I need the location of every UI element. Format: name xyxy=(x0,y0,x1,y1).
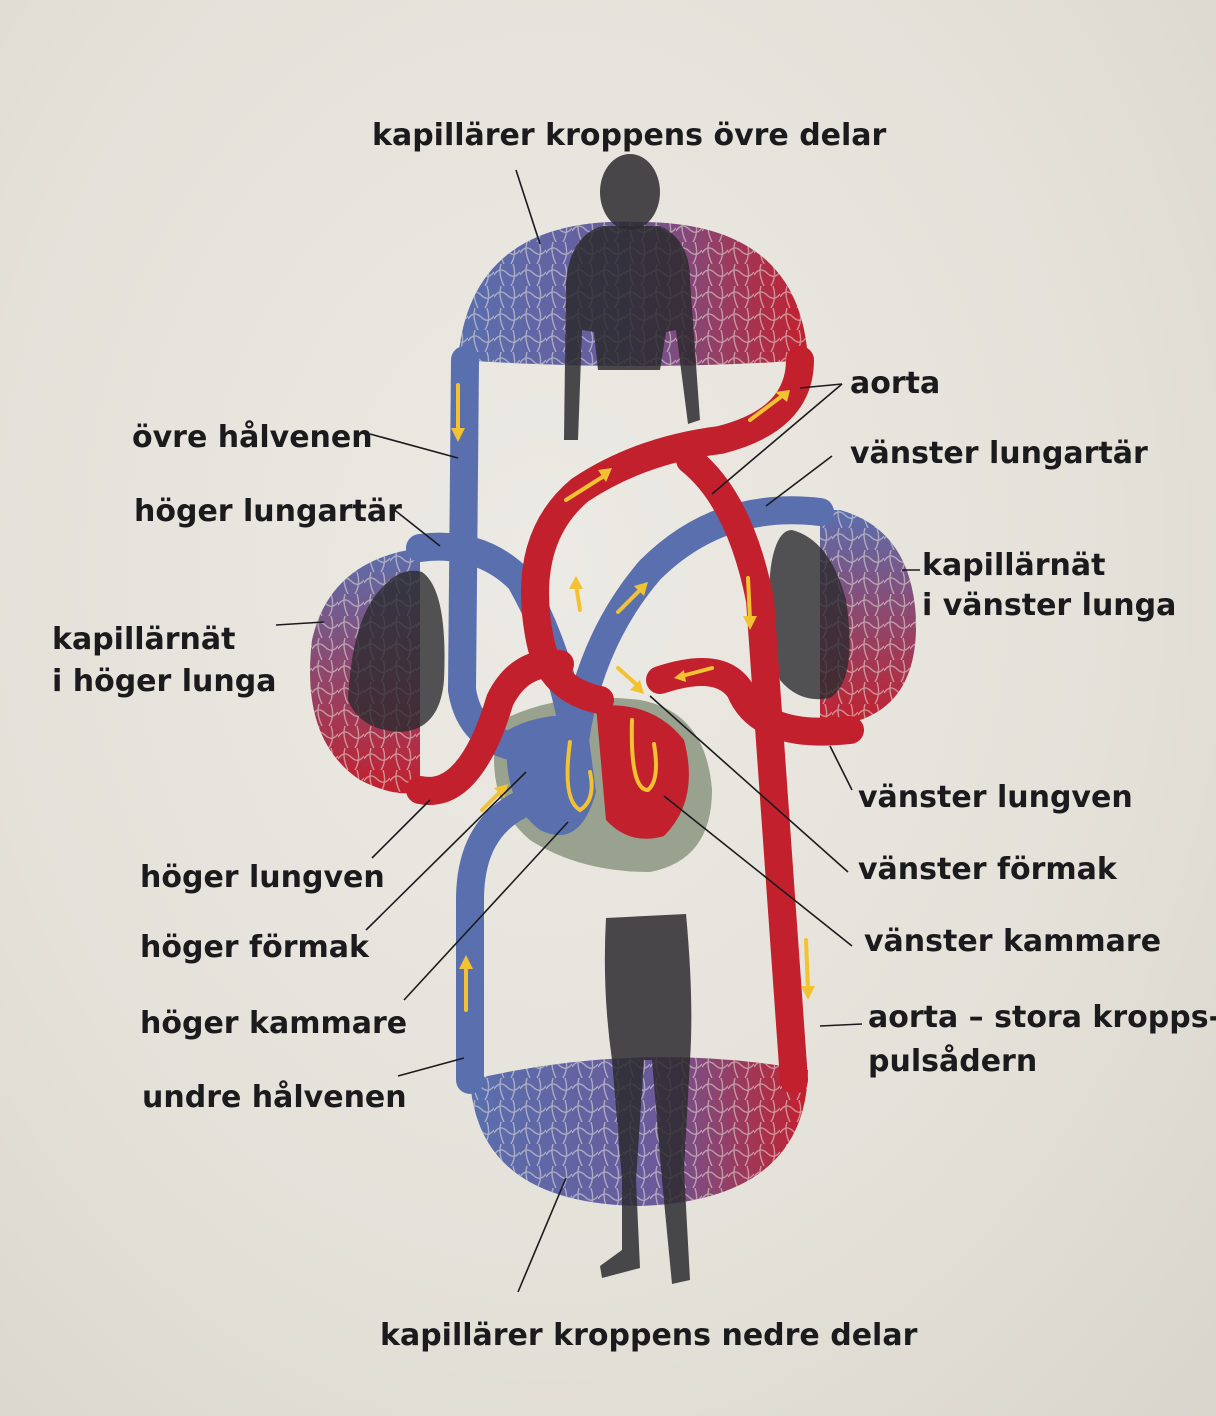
label-left-atrium: vänster förmak xyxy=(858,852,1117,887)
inferior-vena-cava-vessel xyxy=(456,791,534,1094)
yellow-arrow-icon xyxy=(616,666,644,694)
label-left-lung-capillaries-line2: i vänster lunga xyxy=(922,588,1177,623)
flow-arrows xyxy=(451,383,815,1012)
yellow-arrow-icon xyxy=(616,582,648,614)
left-lung-icon xyxy=(769,530,850,700)
leader-right-lung xyxy=(275,621,325,626)
yellow-arrow-icon xyxy=(674,666,714,682)
upper-body-silhouette-icon xyxy=(564,154,700,440)
leader-lines xyxy=(275,169,920,1293)
label-left-lung-capillaries-line1: kapillärnät xyxy=(922,548,1106,583)
yellow-arrow-icon xyxy=(743,576,757,630)
leader-aorta-b xyxy=(711,383,843,495)
leader-left-atrium xyxy=(649,695,849,873)
label-descending-aorta-line2: pulsådern xyxy=(868,1044,1038,1079)
leader-right-atrium xyxy=(365,771,527,931)
yellow-arrow-icon xyxy=(564,468,612,502)
leader-left-pulmonary-artery xyxy=(765,455,833,507)
label-descending-aorta-line1: aorta – stora kropps- xyxy=(868,1000,1216,1035)
leader-aorta-a xyxy=(799,383,843,389)
leader-right-pulmonary-artery xyxy=(391,507,441,547)
label-right-lung-capillaries-line2: i höger lunga xyxy=(52,664,277,699)
label-inferior-vena-cava: undre hålvenen xyxy=(142,1080,407,1115)
leader-descending-aorta xyxy=(819,1023,863,1027)
descending-aorta-vessel xyxy=(676,446,808,1094)
leader-lower-capillaries xyxy=(517,1177,567,1293)
label-right-pulmonary-artery: höger lungartär xyxy=(134,494,402,529)
yellow-arrow-icon xyxy=(569,576,583,612)
yellow-arrow-icon xyxy=(801,938,815,1000)
red-vessels xyxy=(406,346,864,1094)
label-right-atrium: höger förmak xyxy=(140,930,369,965)
yellow-arrow-icon xyxy=(451,383,465,442)
label-left-pulmonary-vein: vänster lungven xyxy=(858,780,1133,815)
yellow-arrow-icon xyxy=(748,390,790,422)
leader-left-ventricle xyxy=(663,795,853,947)
right-pulmonary-vein-vessel xyxy=(406,649,574,805)
yellow-arrow-icon xyxy=(565,740,594,813)
label-right-ventricle: höger kammare xyxy=(140,1006,408,1041)
label-superior-vena-cava: övre hålvenen xyxy=(132,420,373,455)
label-left-pulmonary-artery: vänster lungartär xyxy=(850,436,1148,471)
leader-right-pulmonary-vein xyxy=(371,799,431,859)
leader-inferior-vena-cava xyxy=(397,1057,465,1077)
leader-upper-capillaries xyxy=(515,169,541,245)
label-left-ventricle: vänster kammare xyxy=(864,924,1162,959)
leader-right-ventricle xyxy=(403,821,569,1001)
label-lower-body-capillaries: kapillärer kroppens nedre delar xyxy=(380,1318,918,1353)
leader-superior-vena-cava xyxy=(369,433,459,459)
yellow-arrow-icon xyxy=(629,718,658,793)
label-right-pulmonary-vein: höger lungven xyxy=(140,860,385,895)
yellow-arrow-icon xyxy=(480,784,508,812)
left-pulmonary-artery-vessel xyxy=(561,496,834,754)
heart xyxy=(494,697,712,872)
right-lung-icon xyxy=(348,570,445,732)
label-upper-body-capillaries: kapillärer kroppens övre delar xyxy=(372,118,887,153)
label-aorta: aorta xyxy=(850,366,941,401)
lower-body-silhouette-icon xyxy=(600,914,692,1284)
yellow-arrow-icon xyxy=(459,955,473,1012)
label-right-lung-capillaries-line1: kapillärnät xyxy=(52,622,236,657)
leader-left-pulmonary-vein xyxy=(829,745,853,791)
